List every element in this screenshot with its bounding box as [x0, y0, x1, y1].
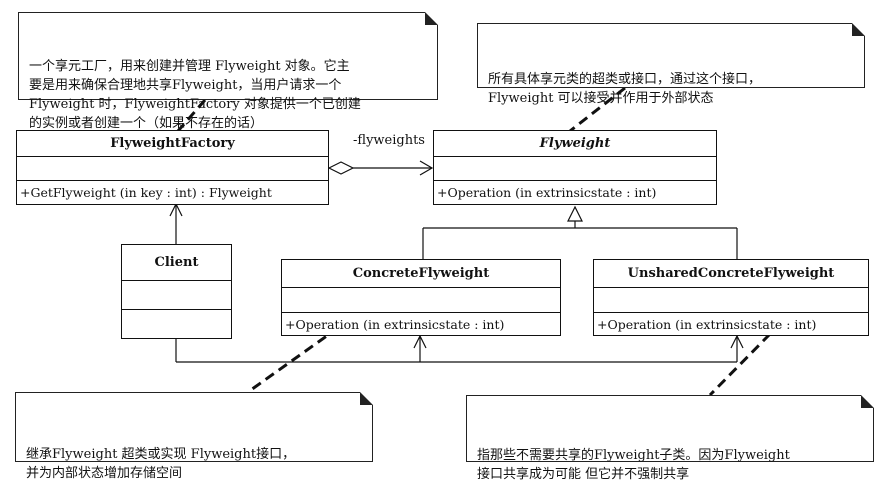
class-name: FlyweightFactory [17, 131, 328, 157]
attributes-compartment [17, 157, 328, 181]
operation: +Operation (in extrinsicstate : int) [597, 316, 817, 332]
attributes-compartment [594, 288, 868, 313]
note-unshared-text: 指那些不需要共享的Flyweight子类。因为Flyweight 接口共享成为可… [477, 448, 790, 482]
note-anchor-unshared [708, 332, 772, 397]
class-name: ConcreteFlyweight [282, 260, 560, 288]
aggregation-diamond [327, 161, 355, 175]
class-name: UnsharedConcreteFlyweight [594, 260, 868, 288]
note-fold-icon [861, 395, 874, 408]
attributes-compartment [434, 157, 716, 181]
class-name: Client [122, 245, 231, 281]
operations-compartment [122, 310, 231, 338]
note-flyweight: 所有具体享元类的超类或接口，通过这个接口， Flyweight 可以接受并作用于… [477, 23, 865, 106]
class-unsharedconcreteflyweight[interactable]: UnsharedConcreteFlyweight +Operation (in… [593, 259, 869, 336]
operation: +GetFlyweight (in key : int) : Flyweight [20, 185, 272, 200]
note-unsharedconcreteflyweight: 指那些不需要共享的Flyweight子类。因为Flyweight 接口共享成为可… [466, 395, 874, 482]
note-concreteflyweight: 继承Flyweight 超类或实现 Flyweight接口， 并为内部状态增加存… [15, 392, 373, 481]
operation: +Operation (in extrinsicstate : int) [285, 316, 505, 332]
note-anchor-factory [176, 99, 207, 132]
note-anchor-flyweight [569, 86, 626, 133]
class-flyweightfactory[interactable]: FlyweightFactory +GetFlyweight (in key :… [16, 130, 329, 205]
note-factory-text: 一个享元工厂，用来创建并管理 Flyweight 对象。它主 要是用来确保合理地… [29, 59, 361, 131]
note-flyweight-text: 所有具体享元类的超类或接口，通过这个接口， Flyweight 可以接受并作用于… [488, 72, 762, 106]
class-flyweight[interactable]: Flyweight +Operation (in extrinsicstate … [433, 130, 717, 205]
attributes-compartment [122, 281, 231, 310]
generalization-triangle [567, 205, 583, 222]
note-fold-icon [852, 23, 865, 36]
association-label: -flyweights [353, 133, 425, 148]
class-concreteflyweight[interactable]: ConcreteFlyweight +Operation (in extrins… [281, 259, 561, 336]
note-concrete-text: 继承Flyweight 超类或实现 Flyweight接口， 并为内部状态增加存… [26, 447, 296, 481]
class-name: Flyweight [434, 131, 716, 157]
class-client[interactable]: Client [121, 244, 232, 339]
operation: +Operation (in extrinsicstate : int) [437, 185, 657, 200]
aggregation-arrowhead [419, 160, 434, 176]
note-flyweightfactory: 一个享元工厂，用来创建并管理 Flyweight 对象。它主 要是用来确保合理地… [18, 12, 438, 131]
attributes-compartment [282, 288, 560, 313]
note-fold-icon [360, 392, 373, 405]
note-fold-icon [425, 12, 438, 25]
